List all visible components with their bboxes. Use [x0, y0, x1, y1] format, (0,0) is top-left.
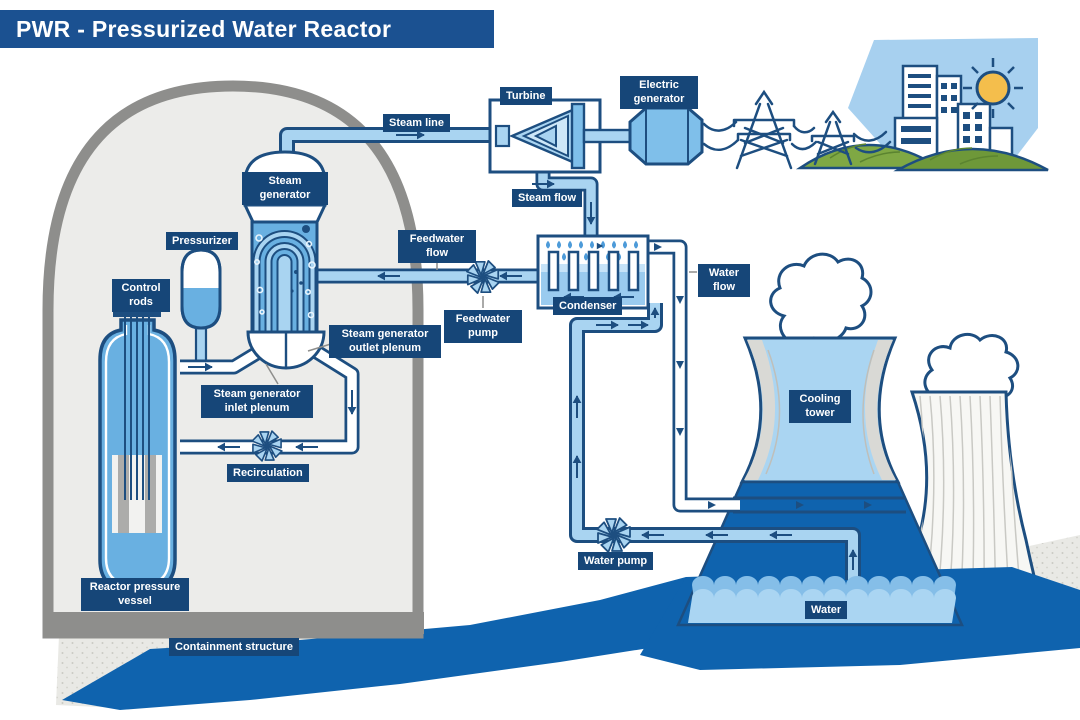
water-supply-pipe	[569, 303, 861, 580]
shaft	[582, 128, 634, 144]
recirculation-pump-icon	[251, 430, 283, 462]
water-pump-icon	[596, 517, 632, 553]
label-sg-outlet-plenum: Steam generator outlet plenum	[329, 325, 441, 358]
pylon-icon-small	[810, 109, 856, 166]
label-steam-line: Steam line	[383, 114, 451, 133]
label-control-rods: Control rods	[112, 279, 170, 312]
label-condenser: Condenser	[553, 297, 623, 316]
pylon-icon-large	[732, 89, 796, 170]
label-feedwater-pump: Feedwater pump	[444, 310, 522, 343]
label-steam-generator: Steam generator	[242, 172, 328, 205]
label-electric-generator: Electric generator	[620, 76, 698, 109]
tower-shell-shading	[744, 340, 896, 480]
label-reactor-pressure-vessel: Reactor pressure vessel	[81, 578, 189, 611]
label-water-flow: Water flow	[698, 264, 750, 297]
reactor-pressure-vessel	[98, 305, 177, 594]
sg-u-tubes	[252, 230, 317, 333]
sun-icon	[963, 58, 1023, 118]
steam-generator-icon	[242, 150, 328, 370]
steam-cloud-icon	[923, 332, 1020, 400]
reactor-core	[112, 455, 162, 533]
sg-neck	[242, 203, 328, 224]
electric-wires	[702, 120, 892, 154]
hot-leg-pipe	[180, 343, 266, 375]
power-lines	[702, 89, 892, 170]
turbine	[488, 98, 602, 174]
reactor-internals	[98, 150, 360, 594]
label-feedwater-flow: Feedwater flow	[398, 230, 476, 263]
pressurizer-icon	[180, 248, 222, 330]
sg-bubbles	[254, 225, 316, 319]
label-sg-inlet-plenum: Steam generator inlet plenum	[201, 385, 313, 418]
pressurizer-surge-line	[194, 324, 208, 366]
label-water: Water	[805, 601, 848, 620]
electric-generator-icon	[628, 106, 704, 166]
label-steam-flow: Steam flow	[512, 189, 583, 208]
label-cooling-tower: Cooling tower	[789, 390, 851, 423]
steam-cloud-icon	[769, 252, 873, 346]
containment-base	[44, 612, 424, 634]
page-title: PWR - Pressurized Water Reactor	[16, 15, 392, 42]
city-scene	[795, 38, 1049, 172]
label-containment-structure: Containment structure	[169, 638, 299, 657]
label-turbine: Turbine	[500, 87, 552, 106]
title-banner: PWR - Pressurized Water Reactor	[0, 10, 494, 48]
label-pressurizer: Pressurizer	[166, 232, 238, 251]
feedwater-pump-icon	[466, 260, 500, 294]
label-recirculation: Recirculation	[227, 464, 309, 483]
building-windows	[901, 74, 982, 165]
steam-flow-pipe	[532, 170, 599, 240]
water-return-pipe	[644, 239, 906, 514]
label-water-pump: Water pump	[578, 552, 654, 571]
condenser-tubes	[547, 250, 640, 292]
